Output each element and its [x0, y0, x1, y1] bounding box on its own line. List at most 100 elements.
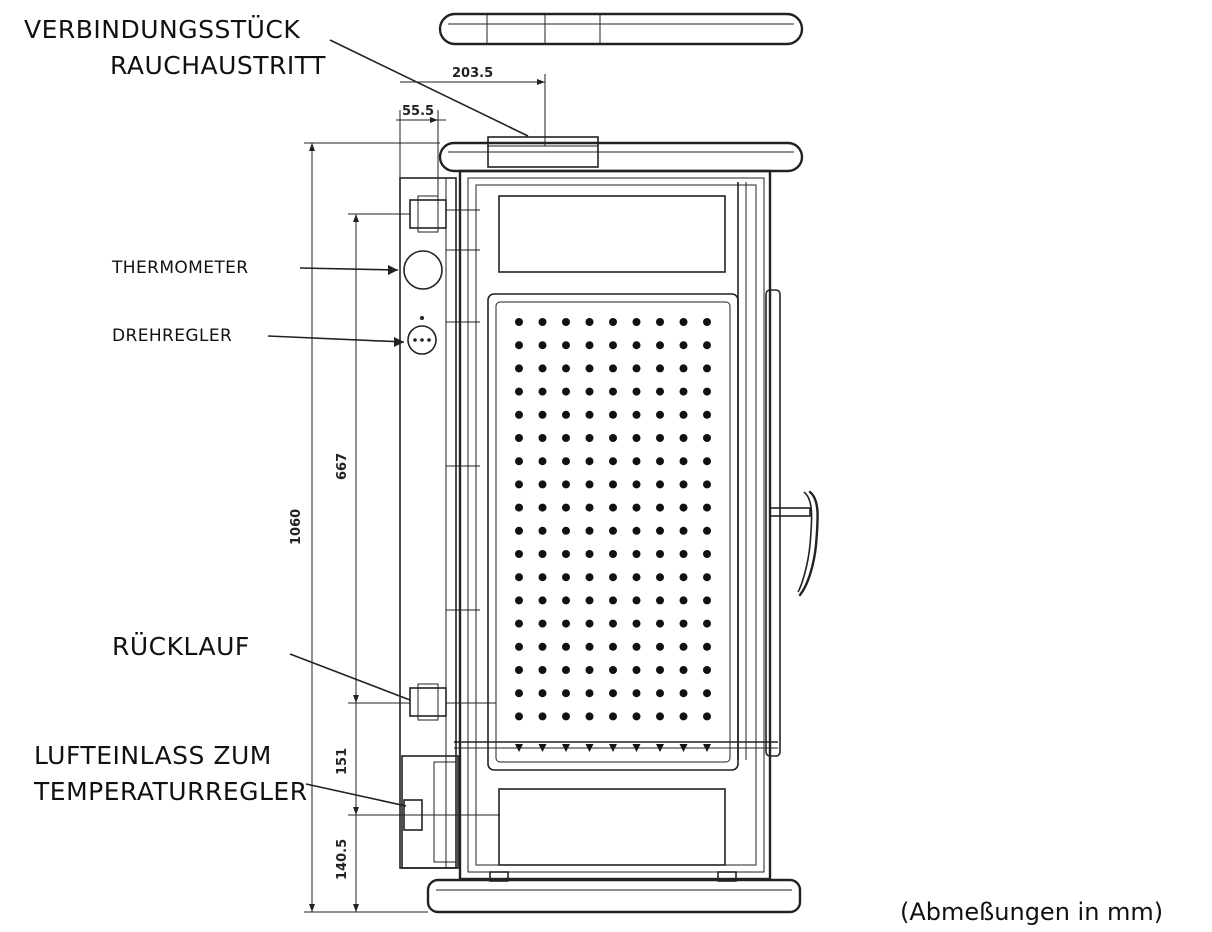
perforation-dot — [562, 550, 570, 558]
perforation-dot — [609, 341, 617, 350]
perforation-dot — [585, 712, 594, 721]
perforation-dot — [703, 457, 711, 466]
perforation-dot — [656, 387, 664, 396]
perforation-dot — [585, 573, 594, 582]
dimension-lines — [304, 74, 546, 913]
perforation-dot — [679, 642, 688, 651]
door-hinge-rail — [737, 182, 781, 760]
perforation-dot — [538, 689, 547, 698]
perforation-dot — [632, 341, 641, 350]
perforation-dot — [656, 596, 664, 605]
perforation-dot — [632, 387, 641, 396]
perforation-dot — [679, 596, 688, 605]
perforation-dot — [609, 666, 617, 674]
perforation-dot — [585, 526, 594, 535]
perforation-dot — [538, 387, 547, 396]
perforation-dot — [515, 689, 523, 698]
perforation-dot — [703, 619, 711, 628]
perforation-dot — [609, 457, 617, 466]
perforation-dot — [609, 503, 617, 512]
perforation-dot — [515, 573, 523, 582]
perforation-dot — [609, 619, 617, 628]
perforation-dot — [538, 434, 547, 442]
perforation-dot — [562, 666, 570, 674]
perforation-dot — [656, 318, 664, 326]
perforation-dot — [679, 434, 688, 442]
perforation-dot — [515, 503, 523, 512]
perforation-dot — [679, 689, 688, 698]
perforation-dot — [632, 619, 641, 628]
perforation-dot — [538, 573, 547, 582]
perforation-dot — [656, 526, 664, 535]
perforation-dot — [609, 364, 617, 373]
dim-total-height: 1060 — [289, 509, 304, 545]
perforation-dot — [585, 596, 594, 605]
perforation-dot — [703, 480, 711, 489]
perforation-dot — [585, 457, 594, 466]
perforation-dot — [562, 318, 570, 326]
perforation-dot — [538, 666, 547, 674]
dim-connection-span: 667 — [335, 453, 350, 480]
label-thermometer: THERMOMETER — [111, 258, 249, 278]
perforation-dot — [632, 573, 641, 582]
perforation-dot — [562, 526, 570, 535]
perforation-dot — [679, 550, 688, 558]
perforation-dot — [562, 503, 570, 512]
perforation-dot — [609, 526, 617, 535]
perforation-dot — [632, 596, 641, 605]
perforation-dot — [609, 712, 617, 721]
perforation-dot — [609, 573, 617, 582]
perforation-dot — [585, 364, 594, 373]
perforation-dot — [538, 712, 547, 721]
upper-panel — [498, 195, 726, 273]
perforation-dot — [656, 480, 664, 489]
perforation-dot — [562, 410, 570, 419]
perforation-dot — [515, 364, 523, 373]
perforation-dot — [515, 526, 523, 535]
perforation-dot — [562, 434, 570, 442]
perforation-dot — [609, 689, 617, 698]
label-knob: DREHREGLER — [112, 326, 232, 346]
units-note: (Abmeßungen in mm) — [900, 898, 1163, 926]
perforation-dot — [656, 689, 664, 698]
perforation-dot — [585, 642, 594, 651]
perforation-dot — [632, 666, 641, 674]
dim-side-offset: 55.5 — [402, 104, 434, 119]
perforation-dot — [656, 341, 664, 350]
perforation-dot — [585, 434, 594, 442]
perforation-dot — [609, 550, 617, 558]
perforation-dot — [703, 712, 711, 721]
leader-lines — [267, 39, 529, 807]
perforation-dot — [515, 596, 523, 605]
perforation-dot — [562, 341, 570, 350]
perforation-dot — [538, 410, 547, 419]
perforation-dot — [656, 457, 664, 466]
label-air-inlet-line2: TEMPERATURREGLER — [33, 777, 308, 806]
fire-door — [487, 293, 739, 771]
perforation-dot — [632, 526, 641, 535]
perforation-dot — [703, 596, 711, 605]
perforation-dot — [679, 619, 688, 628]
perforation-dot — [703, 689, 711, 698]
perforation-dot — [703, 341, 711, 350]
perforation-dot — [703, 318, 711, 326]
perforation-dot — [585, 410, 594, 419]
top-cover-exploded — [438, 12, 804, 46]
perforation-dot — [703, 503, 711, 512]
perforation-dot — [679, 480, 688, 489]
grate-bar — [454, 741, 778, 749]
perforation-dot — [703, 434, 711, 442]
perforation-dot — [609, 642, 617, 651]
perforation-dot — [656, 573, 664, 582]
perforation-dot — [585, 503, 594, 512]
stove-body — [458, 169, 772, 881]
perforation-dot — [538, 619, 547, 628]
perforation-dot — [632, 364, 641, 373]
perforation-dot — [515, 642, 523, 651]
door-handle-icon — [769, 490, 819, 597]
perforation-dot — [562, 689, 570, 698]
perforation-dot — [679, 712, 688, 721]
perforation-dot — [609, 318, 617, 326]
perforation-dot — [538, 550, 547, 558]
perforation-dot — [656, 503, 664, 512]
